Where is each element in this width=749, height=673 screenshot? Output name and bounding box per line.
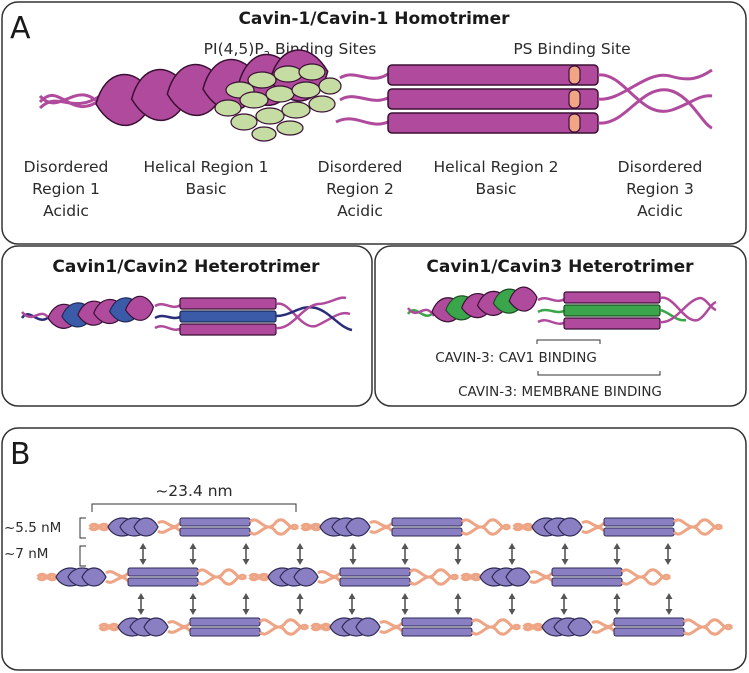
panel-a-title: Cavin-1/Cavin-1 Homotrimer <box>238 9 510 29</box>
panel-b-frame <box>1 427 747 671</box>
svg-text:Basic: Basic <box>185 180 226 198</box>
lattice-row-1 <box>88 516 724 538</box>
cav1-binding-label: CAVIN-3: CAV1 BINDING <box>435 350 597 366</box>
svg-text:Disordered: Disordered <box>24 158 109 176</box>
svg-text:~7 nM: ~7 nM <box>4 546 48 562</box>
height-scale: ~5.5 nM ~7 nM <box>4 517 86 567</box>
homotrimer-graphic <box>38 45 713 142</box>
membrane-binding-label: CAVIN-3: MEMBRANE BINDING <box>458 384 662 400</box>
cavin2-title: Cavin1/Cavin2 Heterotrimer <box>52 257 320 277</box>
ps-binding-label: PS Binding Site <box>513 40 630 58</box>
svg-text:Region 3: Region 3 <box>626 180 694 198</box>
pip2-sites <box>214 63 342 142</box>
panel-cavin2-frame <box>1 245 373 407</box>
region-label-4: Helical Region 2 Basic <box>434 158 559 198</box>
lattice-row-2 <box>36 566 672 588</box>
cavin3-title: Cavin1/Cavin3 Heterotrimer <box>426 257 694 277</box>
svg-text:Acidic: Acidic <box>637 202 683 220</box>
svg-text:Acidic: Acidic <box>337 202 383 220</box>
svg-text:~5.5 nM: ~5.5 nM <box>4 520 61 536</box>
svg-text:~23.4 nm: ~23.4 nm <box>155 482 232 500</box>
ps-sites <box>568 65 581 133</box>
svg-text:Basic: Basic <box>475 180 516 198</box>
svg-text:Helical Region 1: Helical Region 1 <box>144 158 269 176</box>
region-label-3: Disordered Region 2 Acidic <box>318 158 403 220</box>
region-label-1: Disordered Region 1 Acidic <box>24 158 109 220</box>
svg-text:Region 2: Region 2 <box>326 180 394 198</box>
membrane-binding-bracket <box>537 371 661 376</box>
cavin2-heterotrimer-graphic <box>20 295 353 336</box>
panel-b-letter: B <box>10 437 31 472</box>
region-label-2: Helical Region 1 Basic <box>144 158 269 198</box>
svg-text:Disordered: Disordered <box>318 158 403 176</box>
lattice-row-3 <box>98 616 734 638</box>
svg-text:Disordered: Disordered <box>618 158 703 176</box>
cav1-binding-bracket <box>536 339 601 344</box>
cavin3-heterotrimer-graphic <box>406 286 717 330</box>
panel-a-letter: A <box>10 11 31 46</box>
svg-text:Acidic: Acidic <box>43 202 89 220</box>
svg-text:Region 1: Region 1 <box>32 180 100 198</box>
panel-cavin3-frame <box>374 245 747 407</box>
svg-text:Helical Region 2: Helical Region 2 <box>434 158 559 176</box>
panel-a-frame <box>1 1 747 245</box>
region-label-5: Disordered Region 3 Acidic <box>618 158 703 220</box>
length-scale: ~23.4 nm <box>91 482 297 512</box>
